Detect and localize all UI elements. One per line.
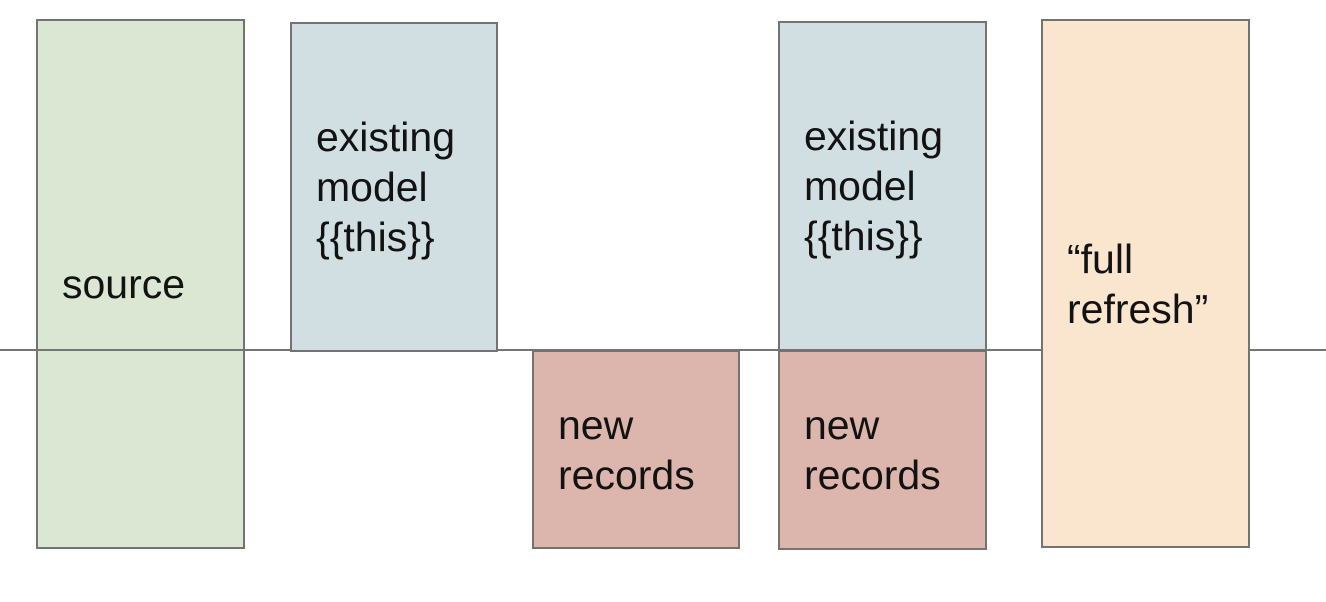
existing-model-label-2: existing model {{this}} (804, 113, 944, 259)
new-records-box-2: new records (778, 350, 987, 550)
full-refresh-label: “full refresh” (1067, 235, 1209, 332)
new-records-label-1: new records (558, 401, 695, 498)
source-label: source (62, 261, 186, 307)
existing-model-label-1: existing model {{this}} (316, 114, 456, 260)
source-box: source (36, 19, 245, 549)
existing-model-box-1: existing model {{this}} (290, 22, 498, 352)
new-records-box-1: new records (532, 350, 740, 549)
existing-model-box-2: existing model {{this}} (778, 21, 987, 351)
new-records-label-2: new records (804, 402, 941, 498)
full-refresh-box: “full refresh” (1041, 19, 1250, 548)
